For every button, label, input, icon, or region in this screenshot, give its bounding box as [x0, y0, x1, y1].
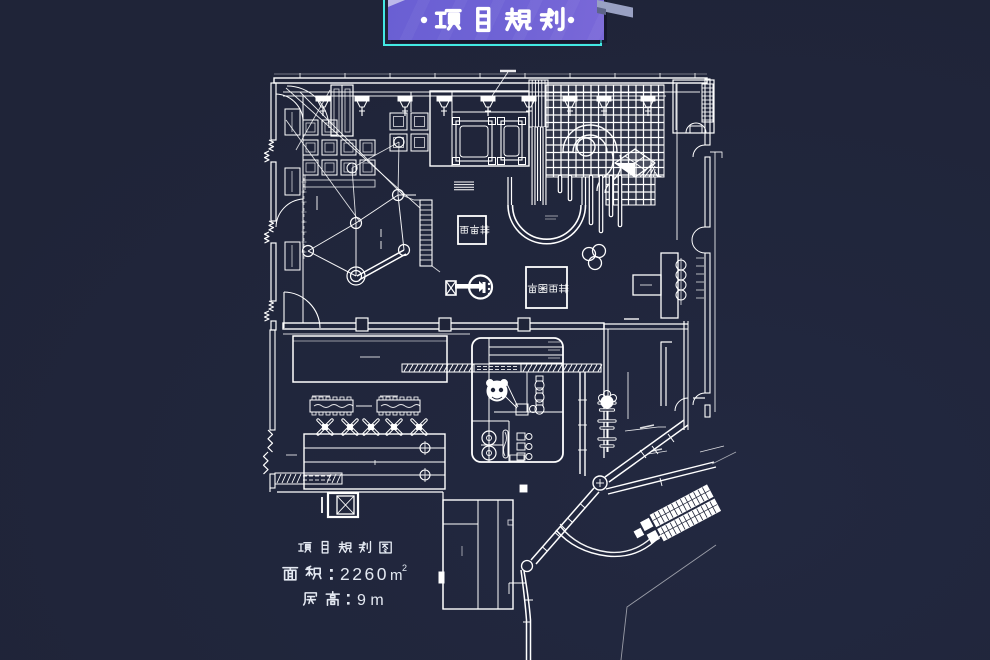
svg-text:2260: 2260	[340, 564, 389, 584]
svg-text:2: 2	[402, 563, 407, 573]
svg-text:m: m	[390, 567, 403, 584]
svg-text:9 m: 9 m	[357, 592, 384, 609]
